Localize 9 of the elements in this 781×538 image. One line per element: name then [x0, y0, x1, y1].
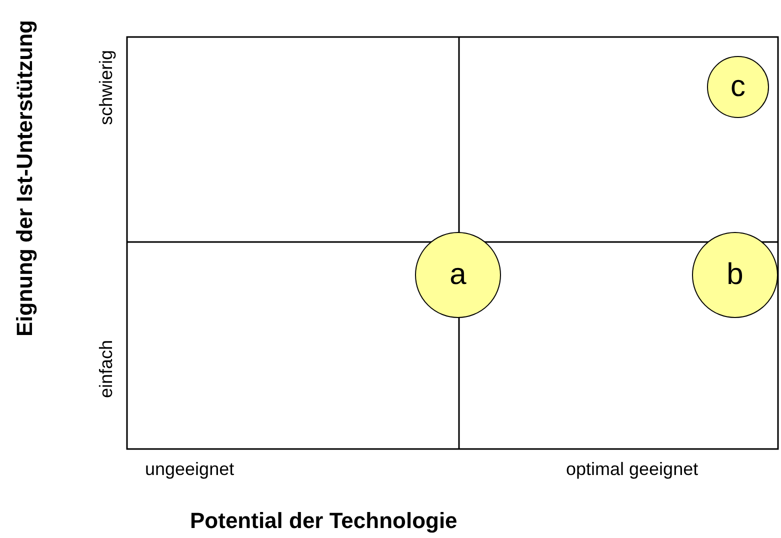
bubble-label: b — [726, 258, 744, 292]
bubble-label: a — [450, 258, 466, 292]
axis-title: Potential der Technologie — [190, 508, 458, 534]
axis-title: Eignung der Ist-Unterstützung — [12, 20, 38, 337]
axis-label: optimal geeignet — [566, 459, 698, 480]
axis-label: einfach — [96, 340, 117, 398]
axis-label: schwierig — [96, 50, 117, 126]
axis-label: ungeeignet — [145, 459, 234, 480]
bubble-label: c — [730, 70, 746, 104]
